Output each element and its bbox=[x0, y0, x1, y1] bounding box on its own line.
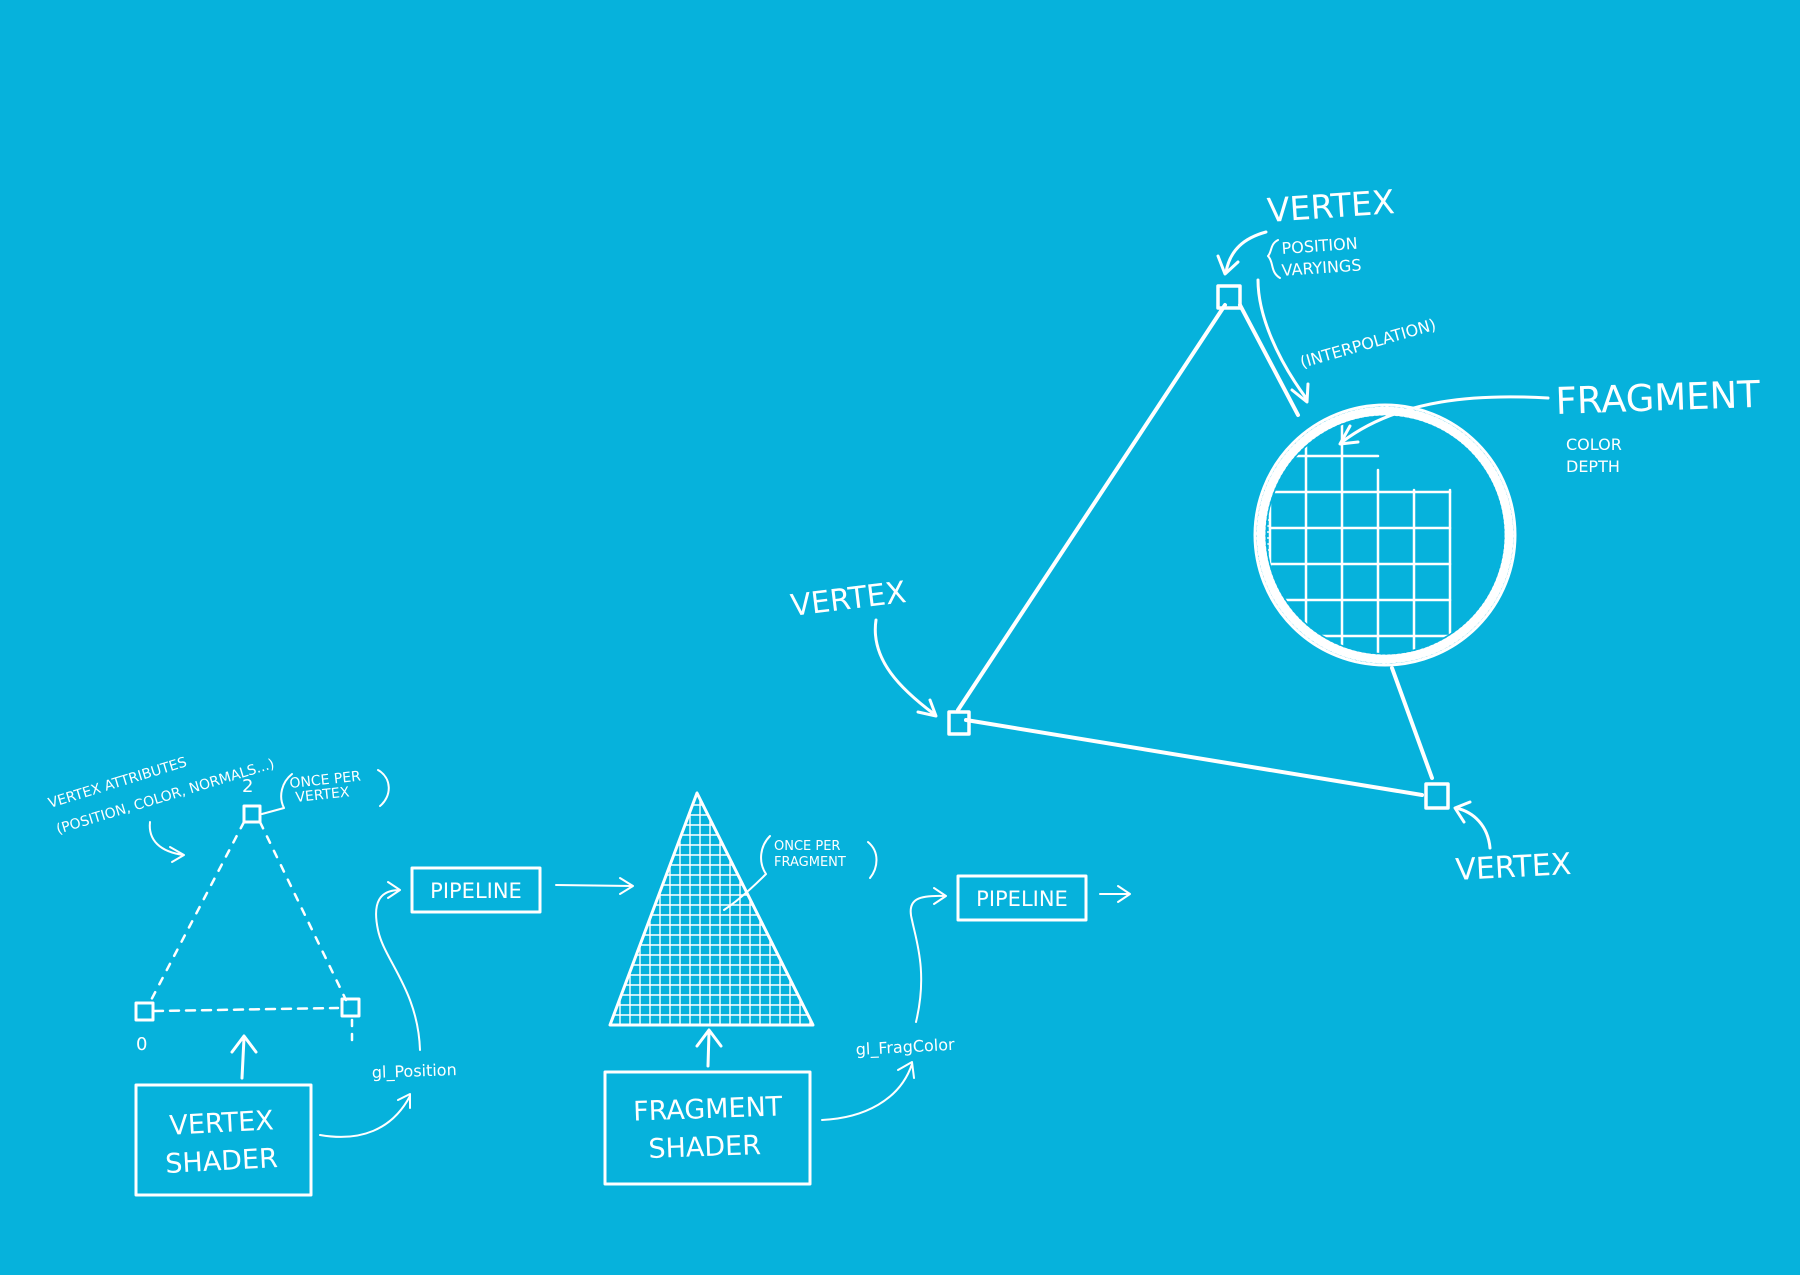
interpolation-detail: VERTEX position varyings (interpolation)… bbox=[789, 182, 1761, 888]
triangle-edge-left bbox=[956, 303, 1227, 712]
vertex-label-top: VERTEX bbox=[1266, 182, 1396, 230]
vertex-index-0: 0 bbox=[136, 1034, 147, 1055]
interpolation-arrow bbox=[1256, 278, 1310, 404]
once-per-fragment-label: once per bbox=[774, 839, 840, 854]
once-per-fragment-label-2: fragment bbox=[774, 855, 846, 870]
fragment-attr-depth: depth bbox=[1566, 457, 1620, 476]
vertex-top-arrow bbox=[1216, 230, 1268, 276]
fragment-shader-box bbox=[603, 1070, 812, 1186]
gl-position-label: gl_Position bbox=[371, 1060, 457, 1083]
vertex-shader-label-2: SHADER bbox=[165, 1143, 279, 1180]
shader-to-vertices-arrow bbox=[230, 1034, 258, 1080]
interpolation-label: (interpolation) bbox=[1298, 315, 1438, 372]
vertex-bottom-arrow bbox=[1453, 800, 1492, 850]
gl-position-to-pipeline-arrow bbox=[375, 881, 421, 1051]
dashed-edge-left bbox=[146, 820, 246, 1008]
once-per-vertex-label-2: vertex bbox=[295, 784, 351, 806]
pipeline-1-arrow bbox=[555, 877, 634, 895]
gl-fragcolor-to-pipeline-arrow bbox=[909, 887, 947, 1023]
shader-to-triangle-arrow bbox=[695, 1028, 723, 1068]
fragment-shader-label-2: SHADER bbox=[648, 1130, 762, 1165]
magnifier-lens-rim bbox=[1253, 403, 1517, 667]
vertex-attr-varyings: varyings bbox=[1281, 255, 1362, 280]
fragment-stage: once per fragment FRAGMENT SHADER gl_Fra… bbox=[603, 791, 1131, 1186]
vertex-square-top bbox=[1216, 284, 1242, 310]
vertex-index-2: 2 bbox=[242, 776, 253, 797]
once-per-vertex-bracket bbox=[261, 769, 390, 815]
vertex-label-left: VERTEX bbox=[789, 575, 908, 624]
once-per-fragment-bracket bbox=[723, 835, 878, 911]
triangle-edge-right-lower bbox=[1390, 666, 1434, 780]
vertex-square-bottom bbox=[1424, 782, 1450, 810]
triangle-edge-bottom bbox=[964, 718, 1424, 797]
fragment-shader-output-arrow bbox=[821, 1061, 915, 1121]
fragment-attr-color: color bbox=[1566, 435, 1622, 454]
vertex-point-top bbox=[242, 804, 262, 824]
vertex-point-right bbox=[340, 997, 361, 1018]
fragment-shader-label: FRAGMENT bbox=[633, 1091, 784, 1127]
dashed-edge-bottom bbox=[152, 1006, 340, 1013]
vertex-shader-box bbox=[134, 1083, 313, 1197]
fragment-label: FRAGMENT bbox=[1555, 373, 1761, 423]
vertex-shader-output-arrow bbox=[319, 1093, 411, 1138]
gl-fragcolor-label: gl_FragColor bbox=[855, 1035, 955, 1060]
fragment-pointer-arrow bbox=[1338, 395, 1550, 446]
vertex-shader-label: VERTEX bbox=[169, 1105, 275, 1141]
fragment-grid bbox=[610, 793, 813, 1025]
vertex-square-left bbox=[947, 710, 971, 736]
magnifier-lens bbox=[1256, 406, 1514, 664]
vertex-left-arrow bbox=[873, 618, 938, 718]
vertex-attr-position: position bbox=[1281, 234, 1358, 258]
pipeline-box-2 bbox=[956, 874, 1088, 922]
vertex-point-left bbox=[134, 1001, 155, 1022]
triangle-edge-right-upper bbox=[1238, 303, 1300, 417]
pipeline-label-1: PIPELINE bbox=[430, 879, 522, 903]
vertex-stage: vertex attributes (position, color, norm… bbox=[46, 754, 634, 1197]
vertex-label-bottom: VERTEX bbox=[1455, 847, 1573, 888]
vertex-attr-brace bbox=[1267, 239, 1281, 279]
dashed-edge-right bbox=[258, 820, 348, 1002]
attributes-arrow bbox=[148, 821, 185, 863]
once-per-vertex-label: once per bbox=[289, 769, 362, 792]
pipeline-label-2: PIPELINE bbox=[976, 887, 1068, 911]
pipeline-box-1 bbox=[410, 866, 542, 914]
pipeline-2-arrow bbox=[1099, 885, 1131, 903]
